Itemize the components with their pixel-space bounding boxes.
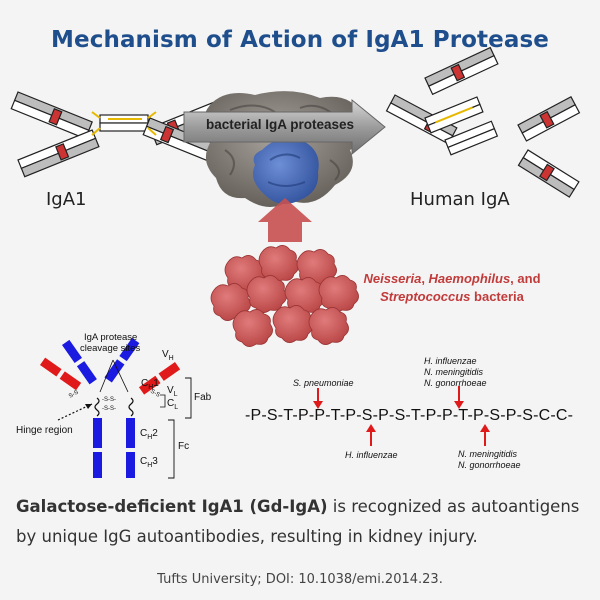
bacteria-sep2: , and bbox=[510, 271, 541, 286]
top-group-3: N. gonorrhoeae bbox=[424, 378, 487, 388]
label-bottom-1: H. influenzae bbox=[345, 450, 398, 460]
summary-rest: is recognized as autoantigens bbox=[327, 497, 580, 516]
svg-text:-S-S-: -S-S- bbox=[102, 397, 116, 403]
top-group-2: N. meningitidis bbox=[424, 367, 484, 377]
label-iga1: IgA1 bbox=[46, 189, 87, 210]
label-ch3: CH3 bbox=[140, 456, 158, 469]
label-hinge: Hinge region bbox=[16, 425, 73, 436]
label-bottom-2: N. meningitidis N. gonorrhoeae bbox=[458, 449, 521, 471]
arrow-label: bacterial IgA proteases bbox=[205, 117, 355, 132]
label-vh: VH bbox=[162, 349, 174, 362]
svg-text:-S-S-: -S-S- bbox=[102, 406, 116, 412]
citation: Tufts University; DOI: 10.1038/emi.2014.… bbox=[157, 572, 443, 587]
bacteria-neisseria: Neisseria bbox=[363, 271, 422, 286]
svg-text:S-S: S-S bbox=[68, 390, 80, 400]
label-top-group: H. influenzae N. meningitidis N. gonorrh… bbox=[424, 356, 487, 389]
cleavage-label-1: IgA protease bbox=[84, 332, 138, 343]
bacteria-haemophilus: Haemophilus bbox=[428, 271, 511, 286]
bacteria-streptococcus: Streptococcus bbox=[380, 289, 471, 304]
summary-line2: by unique IgG autoantibodies, resulting … bbox=[16, 527, 478, 546]
peptide-sequence: -P-S-T-P-P-T-P-S-P-S-T-P-P-T-P-S-P-S-C-C… bbox=[245, 407, 574, 424]
cleavage-arrows bbox=[313, 386, 490, 446]
bottom-2-1: N. meningitidis bbox=[458, 449, 518, 459]
gray-process-arrow bbox=[183, 98, 386, 156]
antibody-schematic: -S-S- -S-S- S-S S-S bbox=[40, 338, 192, 479]
bacteria-cluster bbox=[210, 245, 359, 347]
svg-text:S-S: S-S bbox=[149, 389, 161, 399]
cleavage-label-2: cleavage sites bbox=[80, 343, 141, 354]
label-fab: Fab bbox=[194, 392, 212, 403]
page-title: Mechanism of Action of IgA1 Protease bbox=[51, 27, 549, 53]
bacteria-rest: bacteria bbox=[470, 289, 524, 304]
bacteria-sep1: , bbox=[421, 271, 429, 286]
red-up-arrow bbox=[258, 198, 312, 242]
cleaved-iga-illustration bbox=[385, 46, 581, 198]
label-human-iga: Human IgA bbox=[410, 189, 510, 210]
label-ch2: CH2 bbox=[140, 428, 158, 441]
bacteria-caption: Neisseria, Haemophilus, and Streptococcu… bbox=[332, 270, 572, 306]
label-vl: VL bbox=[167, 385, 178, 398]
top-group-1: H. influenzae bbox=[424, 356, 477, 366]
label-ch1: CH1 bbox=[141, 378, 159, 391]
summary-bold: Galactose-deficient IgA1 (Gd-IgA) bbox=[16, 497, 328, 516]
label-s-pneumoniae: S. pneumoniae bbox=[293, 378, 354, 388]
label-cl: CL bbox=[167, 398, 179, 411]
bottom-2-2: N. gonorrhoeae bbox=[458, 460, 521, 470]
label-fc: Fc bbox=[178, 441, 190, 452]
summary-paragraph: Galactose-deficient IgA1 (Gd-IgA) is rec… bbox=[16, 492, 596, 552]
protease-structure-illustration bbox=[203, 91, 366, 208]
